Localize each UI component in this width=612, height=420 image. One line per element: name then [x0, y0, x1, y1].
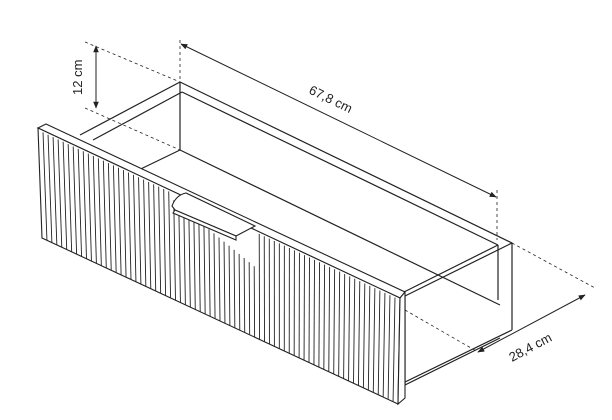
flute-line — [57, 139, 63, 248]
flute-line — [92, 155, 97, 264]
flute-line — [143, 179, 147, 287]
flute-line — [138, 177, 142, 285]
flute-line — [158, 186, 162, 294]
flute-line — [213, 233, 216, 319]
flute-line — [117, 167, 122, 275]
flute-line — [77, 148, 83, 257]
flute-line — [328, 266, 331, 372]
flute-line — [188, 212, 191, 308]
flute-line — [333, 269, 336, 375]
flute-line — [218, 237, 221, 322]
flute-line — [102, 160, 107, 268]
flute-line — [107, 163, 112, 271]
flute-line — [338, 271, 341, 377]
flute-line — [153, 184, 157, 292]
flute-line — [387, 295, 391, 400]
flute-line — [318, 262, 321, 368]
front-flutes — [42, 132, 396, 402]
flute-line — [348, 276, 351, 381]
flute-line — [382, 292, 386, 398]
height-label: 12 cm — [70, 60, 85, 95]
flute-line — [392, 297, 396, 402]
flute-line — [72, 146, 78, 255]
flute-line — [353, 278, 356, 384]
flute-line — [248, 262, 251, 335]
flute-line — [67, 144, 73, 252]
flute-line — [238, 253, 241, 331]
flute-line — [148, 181, 152, 289]
flute-line — [243, 258, 246, 333]
flute-line — [178, 204, 181, 303]
flute-line — [372, 288, 376, 393]
flute-line — [313, 259, 315, 365]
flute-line — [308, 257, 310, 363]
flute-line — [82, 151, 87, 259]
front-panel — [36, 123, 406, 406]
flute-line — [208, 229, 211, 317]
flute-line — [97, 158, 102, 266]
depth-dimension-line — [477, 294, 586, 353]
flute-line — [163, 189, 167, 296]
depth-label: 28,4 cm — [506, 330, 554, 365]
flute-line — [377, 290, 381, 395]
flute-line — [228, 245, 231, 326]
extension-lines — [84, 40, 596, 353]
flute-line — [183, 208, 186, 305]
flute-line — [47, 134, 53, 243]
flute-line — [112, 165, 117, 273]
flute-line — [42, 132, 48, 241]
flute-line — [173, 200, 176, 301]
flute-line — [343, 274, 346, 379]
flute-line — [62, 141, 68, 250]
flute-line — [52, 137, 58, 245]
flute-line — [198, 220, 201, 312]
flute-line — [362, 283, 366, 388]
flute-line — [87, 153, 92, 262]
width-dimension-line — [180, 43, 497, 198]
flute-line — [357, 281, 361, 386]
flute-line — [168, 191, 172, 298]
drawer-handle[interactable] — [171, 192, 257, 241]
flute-line — [123, 170, 127, 278]
flute-line — [223, 241, 226, 324]
flute-line — [233, 249, 236, 328]
flute-line — [367, 285, 371, 391]
flute-line — [128, 172, 132, 280]
flute-line — [323, 264, 326, 370]
width-label: 67,8 cm — [307, 82, 355, 116]
flute-line — [133, 174, 137, 282]
flute-line — [203, 225, 206, 315]
flute-line — [193, 216, 196, 310]
